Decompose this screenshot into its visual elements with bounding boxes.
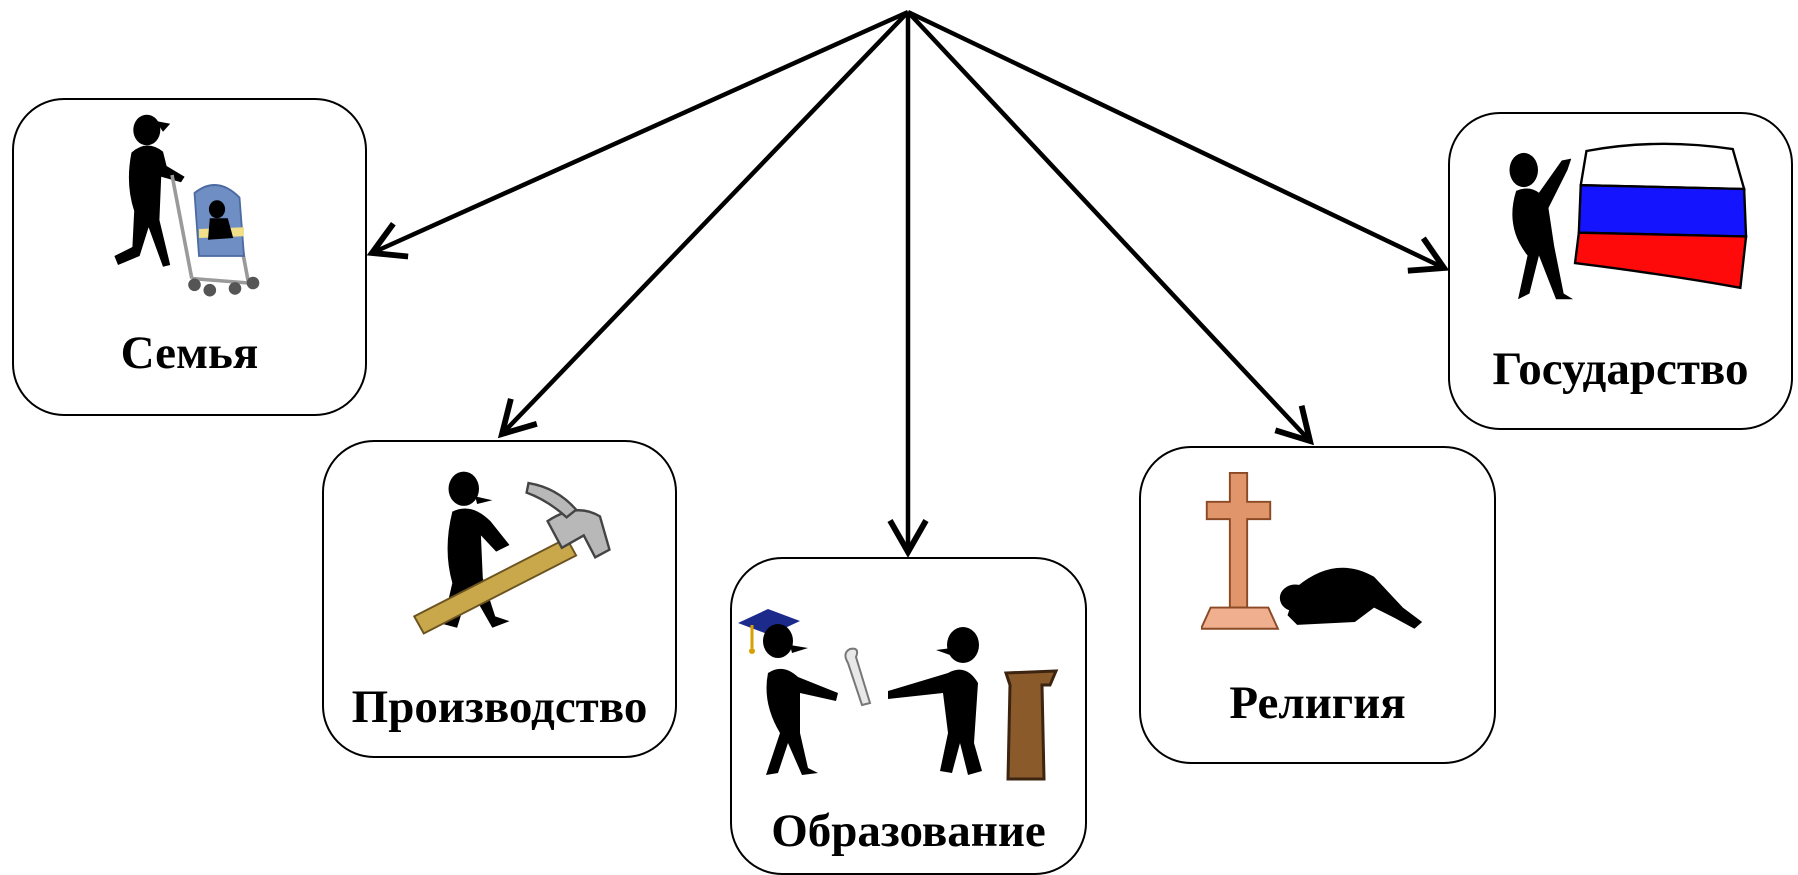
node-religion: Религия xyxy=(1139,446,1496,764)
arrow-to-production xyxy=(497,10,910,439)
praying-at-cross-icon xyxy=(1201,472,1423,630)
arrow-to-state xyxy=(907,9,1450,274)
node-label-production: Производство xyxy=(351,681,648,733)
node-production: Производство xyxy=(322,440,677,758)
graduation-diploma-icon xyxy=(738,609,1059,781)
node-label-family: Семья xyxy=(120,327,259,379)
worker-with-hammer-icon xyxy=(412,471,611,635)
node-family: Семья xyxy=(12,98,367,416)
arrow-to-family xyxy=(366,9,909,260)
node-label-religion: Религия xyxy=(1229,677,1406,729)
node-label-education: Образование xyxy=(771,805,1046,857)
node-education: Образование xyxy=(730,557,1087,875)
arrow-to-religion xyxy=(906,10,1315,446)
person-with-russian-flag-icon xyxy=(1509,142,1748,300)
node-state: Государство xyxy=(1448,112,1793,430)
parent-with-stroller-icon xyxy=(114,114,260,297)
node-label-state: Государство xyxy=(1492,343,1749,395)
